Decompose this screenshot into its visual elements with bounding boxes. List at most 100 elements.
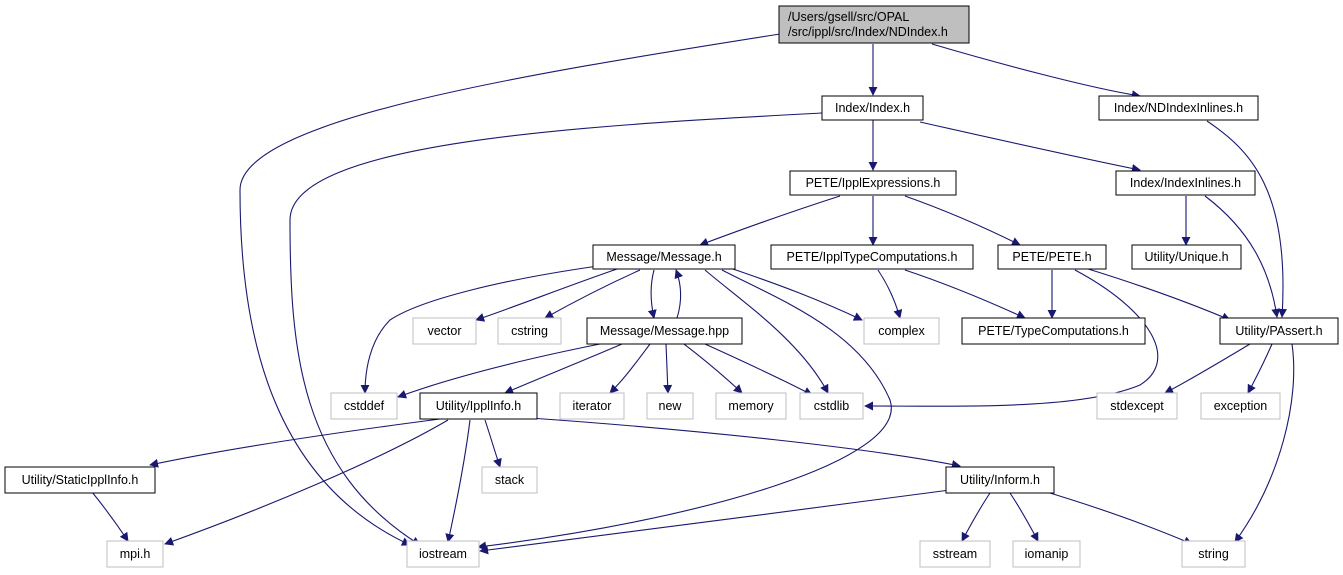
edge-ipplexpressions-message — [699, 195, 841, 247]
node-label: Utility/Unique.h — [1144, 250, 1228, 264]
node-cstdlib[interactable]: cstdlib — [799, 392, 864, 420]
node-exception[interactable]: exception — [1200, 392, 1281, 420]
edge-root-ndindexinlines — [931, 43, 1141, 100]
node-label: memory — [728, 399, 774, 413]
node-label: vector — [427, 324, 461, 338]
edge-messagehpp-ipplinfo — [504, 343, 623, 394]
edge-message-messagehpp — [647, 269, 657, 319]
edge-ipplinfo-staticipplinfo — [149, 418, 441, 468]
node-label: Index/NDIndexInlines.h — [1114, 101, 1243, 115]
node-ippltypecomputations-h[interactable]: PETE/IpplTypeComputations.h — [770, 244, 974, 270]
node-stack[interactable]: stack — [481, 466, 538, 494]
edge-root-iostream — [239, 33, 781, 546]
node-label: PETE/PETE.h — [1012, 250, 1091, 264]
node-label: Utility/IpplInfo.h — [436, 399, 522, 413]
node-label: sstream — [933, 547, 977, 561]
node-label: Message/Message.h — [606, 250, 721, 264]
edge-message-vector — [475, 267, 621, 322]
node-indexinlines-h[interactable]: Index/IndexInlines.h — [1115, 170, 1256, 196]
node-label: iterator — [573, 399, 612, 413]
node-label: stack — [495, 473, 525, 487]
node-typecomputations-h[interactable]: PETE/TypeComputations.h — [961, 317, 1146, 345]
node-label: stdexcept — [1110, 399, 1164, 413]
node-label: iomanip — [1025, 547, 1069, 561]
edge-inform-iostream — [479, 489, 951, 555]
node-message-h[interactable]: Message/Message.h — [592, 244, 736, 270]
edge-passert-exception — [1247, 343, 1273, 394]
edge-passert-stdexcept — [1164, 343, 1251, 394]
edge-messagehpp-new — [663, 343, 673, 394]
node-passert-h[interactable]: Utility/PAssert.h — [1219, 317, 1339, 345]
edge-ndindexinlines-passert — [1206, 120, 1287, 318]
edge-ippltypecomputations-typecomputations — [904, 269, 1026, 319]
edge-layer — [91, 33, 1295, 555]
node-ipplexpressions-h[interactable]: PETE/IpplExpressions.h — [789, 170, 957, 196]
node-vector[interactable]: vector — [412, 317, 477, 345]
node-sstream[interactable]: sstream — [919, 540, 991, 568]
root-label-line-2: /src/ippl/src/Index/NDIndex.h — [788, 25, 948, 39]
edge-inform-string — [1039, 489, 1193, 545]
edge-message-cstdlib — [704, 269, 829, 394]
edge-message-iostream — [477, 269, 892, 551]
edge-inform-iomanip — [1009, 492, 1039, 542]
edge-staticipplinfo-mpi — [91, 491, 129, 542]
edge-pete-passert — [1084, 267, 1231, 321]
node-pete-h[interactable]: PETE/PETE.h — [997, 244, 1107, 270]
node-ndindexinlines-h[interactable]: Index/NDIndexInlines.h — [1098, 95, 1259, 121]
node-iterator[interactable]: iterator — [559, 392, 625, 420]
node-index-h[interactable]: Index/Index.h — [821, 95, 924, 121]
node-label: PETE/IpplTypeComputations.h — [787, 250, 958, 264]
edge-message-cstddef — [360, 265, 599, 394]
node-label: iostream — [419, 547, 467, 561]
node-label: Utility/StaticIpplInfo.h — [22, 473, 139, 487]
node-label: Message/Message.hpp — [600, 324, 729, 338]
edge-ippltypecomputations-complex — [877, 269, 903, 319]
node-label: cstring — [511, 324, 548, 338]
node-mpi-h[interactable]: mpi.h — [106, 540, 164, 568]
edge-message-cstring — [544, 269, 641, 319]
node-complex[interactable]: complex — [863, 317, 940, 345]
edge-messagehpp-iterator — [609, 343, 651, 394]
node-cstring[interactable]: cstring — [497, 317, 562, 345]
edge-pete-cstdlib — [864, 269, 1159, 411]
node-label: PETE/IpplExpressions.h — [806, 176, 941, 190]
edge-passert-string — [1234, 343, 1295, 543]
node-cstddef[interactable]: cstddef — [330, 392, 398, 420]
edge-ipplinfo-iostream — [445, 419, 471, 543]
node-label: string — [1198, 547, 1229, 561]
edge-messagehpp-message — [674, 269, 684, 319]
edge-ipplinfo-stack — [484, 419, 502, 468]
node-new[interactable]: new — [646, 392, 694, 420]
node-inform-h[interactable]: Utility/Inform.h — [945, 466, 1055, 494]
node-iostream[interactable]: iostream — [406, 540, 480, 568]
node-memory[interactable]: memory — [715, 392, 787, 420]
edge-ipplinfo-inform — [529, 417, 961, 469]
node-root-ndindex[interactable]: /Users/gsell/src/OPAL /src/ippl/src/Inde… — [778, 5, 970, 44]
node-ipplinfo-h[interactable]: Utility/IpplInfo.h — [419, 392, 538, 420]
node-label: Index/IndexInlines.h — [1130, 176, 1241, 190]
edge-messagehpp-memory — [683, 343, 743, 394]
edge-inform-sstream — [961, 492, 991, 542]
node-label: new — [659, 399, 683, 413]
edge-message-complex — [729, 267, 863, 321]
node-label: Utility/PAssert.h — [1235, 324, 1322, 338]
edge-index-indexinlines — [919, 121, 1141, 173]
node-message-hpp[interactable]: Message/Message.hpp — [586, 317, 743, 345]
edge-indexinlines-passert — [1204, 195, 1281, 318]
node-unique-h[interactable]: Utility/Unique.h — [1131, 244, 1242, 270]
node-label: Utility/Inform.h — [960, 473, 1040, 487]
edge-messagehpp-cstdlib — [704, 343, 813, 396]
node-label: complex — [878, 324, 925, 338]
node-stdexcept[interactable]: stdexcept — [1096, 392, 1178, 420]
node-string[interactable]: string — [1181, 540, 1246, 568]
node-staticipplinfo-h[interactable]: Utility/StaticIpplInfo.h — [4, 466, 156, 494]
edge-messagehpp-cstddef — [397, 343, 601, 399]
node-iomanip[interactable]: iomanip — [1012, 540, 1081, 568]
root-label-line-1: /Users/gsell/src/OPAL — [788, 10, 909, 24]
node-label: exception — [1214, 399, 1268, 413]
node-layer: /Users/gsell/src/OPAL /src/ippl/src/Inde… — [4, 5, 1339, 568]
node-label: mpi.h — [120, 547, 151, 561]
node-label: cstddef — [344, 399, 385, 413]
